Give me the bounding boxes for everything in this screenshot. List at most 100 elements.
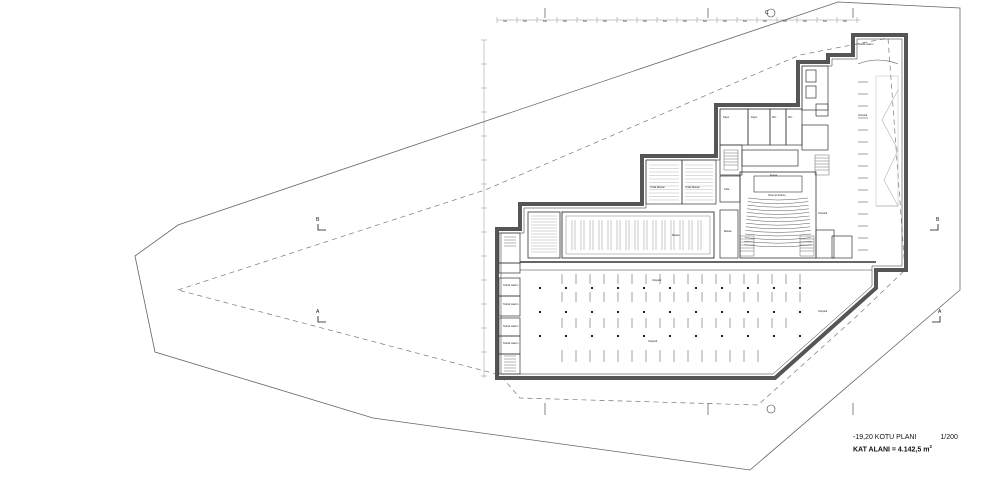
dimension-column xyxy=(481,39,487,378)
column xyxy=(799,335,801,337)
column xyxy=(721,335,723,337)
column xyxy=(773,287,775,289)
dim-label: 800 xyxy=(603,20,608,23)
structural-columns xyxy=(539,287,801,337)
building-inner-outline xyxy=(500,38,903,375)
auditorium-row xyxy=(744,244,812,248)
column xyxy=(591,311,593,313)
column xyxy=(617,311,619,313)
column xyxy=(617,287,619,289)
room-label-ortak-1: Ortak Mekan xyxy=(650,185,665,189)
room-label-wc-2: WC xyxy=(788,115,792,119)
floor-area: KAT ALANI = 4.142,5 m2 xyxy=(853,442,993,454)
dim-label: 800 xyxy=(743,20,748,23)
dim-label: 800 xyxy=(543,20,548,23)
section-label-a-left: A xyxy=(316,309,320,315)
dim-label: 800 xyxy=(583,20,588,23)
column xyxy=(643,335,645,337)
section-label-b-left: B xyxy=(316,217,320,223)
dim-label: 800 xyxy=(783,20,788,23)
column xyxy=(643,287,645,289)
dim-label: 800 xyxy=(703,20,708,23)
section-marker-b-right: B xyxy=(930,217,940,231)
building-outline xyxy=(495,33,908,380)
section-marker-c-top: C xyxy=(765,10,769,16)
auditorium-row xyxy=(744,233,812,237)
dim-label: 800 xyxy=(683,20,688,23)
column xyxy=(669,311,671,313)
upper-rooms xyxy=(645,108,803,259)
auditorium-row xyxy=(747,197,809,201)
room-label-teknik-2: Teknik Hacim xyxy=(503,302,518,306)
column xyxy=(799,287,801,289)
room-label-teknik-top: Teknik Hacim xyxy=(858,42,873,46)
room-label-otopark-right: Otopark xyxy=(858,113,868,117)
room-label-depo-2: Depo xyxy=(751,115,758,119)
left-service-rooms xyxy=(498,232,521,375)
dim-label: 800 xyxy=(643,20,648,23)
column xyxy=(695,287,697,289)
dim-label: 800 xyxy=(563,20,568,23)
column xyxy=(617,335,619,337)
section-marker-b-left: B xyxy=(316,217,326,231)
auditorium-row xyxy=(744,237,812,240)
room-label-kafe: Kafe xyxy=(724,187,730,191)
room-label-teknik-3: Teknik Hacim xyxy=(503,324,518,328)
room-label-otopark-1: Otopark xyxy=(652,278,662,282)
room-label-otopark-3: Otopark xyxy=(818,309,828,313)
room-label-wc-1: WC xyxy=(772,115,776,119)
title-block: -19,20 KOTU PLANI 1/200 KAT ALANI = 4.14… xyxy=(853,433,993,454)
hatched-hall xyxy=(527,211,561,259)
section-label-b-right: B xyxy=(936,217,940,223)
auditorium-row xyxy=(745,226,811,230)
dim-label: 800 xyxy=(763,20,768,23)
floor-area-text: KAT ALANI = 4.142,5 m xyxy=(853,446,930,454)
auditorium-row xyxy=(747,208,809,212)
plan-name: -19,20 KOTU PLANI xyxy=(853,434,917,441)
parking-stalls xyxy=(561,274,801,362)
room-label-sinema: Sinema Salonu xyxy=(768,193,786,197)
dim-label: 800 xyxy=(803,20,808,23)
site-boundary xyxy=(134,1,961,471)
column xyxy=(773,311,775,313)
dim-label: 800 xyxy=(823,20,828,23)
room-label-otopark-2: Otopark xyxy=(648,339,658,343)
stair-core-1 xyxy=(723,149,830,257)
column xyxy=(565,335,567,337)
auditorium-row xyxy=(745,230,811,233)
right-parking-area xyxy=(857,59,899,251)
title-row: -19,20 KOTU PLANI 1/200 xyxy=(853,433,993,442)
column xyxy=(539,311,541,313)
room-label-fuaye: Fuaye xyxy=(770,173,778,177)
column xyxy=(539,287,541,289)
column xyxy=(695,311,697,313)
section-marker-a-right: A xyxy=(932,309,942,323)
dim-label: 800 xyxy=(663,20,668,23)
dim-label: 800 xyxy=(623,20,628,23)
column xyxy=(773,335,775,337)
room-label-mekan: Mekan xyxy=(672,233,680,237)
column xyxy=(669,287,671,289)
seating-hall xyxy=(561,211,715,259)
room-label-otopark-mid: Otopark xyxy=(818,211,828,215)
left-stair xyxy=(504,236,516,372)
auditorium-row xyxy=(746,219,810,222)
auditorium xyxy=(739,171,817,259)
auditorium-row xyxy=(747,201,809,204)
dim-label: 500 xyxy=(523,20,528,23)
auditorium-row xyxy=(746,215,810,219)
room-label-depo-1: Depo xyxy=(723,115,730,119)
setback-line xyxy=(177,37,906,406)
column xyxy=(747,311,749,313)
auditorium-row xyxy=(746,212,810,215)
column xyxy=(799,311,801,313)
column xyxy=(721,311,723,313)
hatched-rooms-upper xyxy=(649,164,713,201)
dim-label: 300 xyxy=(503,20,508,23)
auditorium-row xyxy=(745,222,811,226)
column xyxy=(539,335,541,337)
area-unit-power: 2 xyxy=(929,444,932,449)
plan-scale: 1/200 xyxy=(940,434,958,441)
section-marker-a-left: A xyxy=(316,309,326,323)
column xyxy=(565,287,567,289)
